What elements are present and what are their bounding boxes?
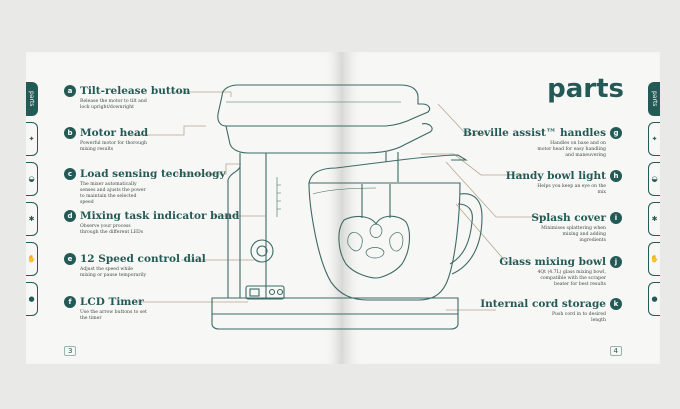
feature-motor-head: b Motor head Powerful motor for thorough … [64,127,150,153]
feature-desc: Adjust the speed while mixing or pause t… [80,267,147,278]
stand-mixer-illustration [128,84,546,330]
feature-title: Handy bowl light [505,170,606,182]
right-tabs: parts ✦ ◒ ✱ ✋ ● [648,82,660,322]
feature-title: Glass mixing bowl [499,256,606,268]
tab-whisk-icon[interactable]: ✦ [26,122,38,156]
feature-badge: h [610,170,622,182]
feature-splash-cover: Splash cover i Minimises splattering when… [462,212,622,244]
feature-badge: f [64,296,76,308]
feature-assist-handles: Breville assist™ handles g Handles on bas… [462,127,622,159]
page-title: parts [547,74,624,104]
feature-badge: g [610,127,622,139]
feature-desc: Use the arrow buttons to set the timer [80,310,147,321]
feature-glass-bowl: Glass mixing bowl j 4Qt (4.7L) glass mixi… [462,256,622,288]
feature-desc: Helps you keep an eye on the mix [537,184,606,195]
feature-desc: Observe your process through the differe… [80,224,144,235]
feature-title: 12 Speed control dial [80,253,206,265]
tab-bowl-icon-right[interactable]: ◒ [648,162,660,196]
feature-badge: c [64,168,76,180]
feature-lcd-timer: f LCD Timer Use the arrow buttons to set … [64,296,150,322]
tab-bowl-icon[interactable]: ◒ [26,162,38,196]
tab-gear-icon[interactable]: ✱ [26,202,38,236]
feature-title: LCD Timer [80,296,144,308]
feature-desc: 4Qt (4.7L) glass mixing bowl, compatible… [537,270,606,287]
feature-desc: Push cord in to desired length [551,312,606,323]
feature-cord-storage: Internal cord storage k Push cord in to d… [462,298,622,324]
tab-parts-right[interactable]: parts [648,82,660,116]
page-number-left: 3 [64,346,77,356]
tab-parts[interactable]: parts [26,82,38,116]
feature-bowl-light: Handy bowl light h Helps you keep an eye … [462,170,622,196]
tab-bulb-icon-right[interactable]: ● [648,282,660,316]
feature-tilt-release-button: a Tilt-release button Release the motor t… [64,85,190,111]
feature-desc: The mixer automatically senses and ajust… [80,182,146,205]
feature-title: Breville assist™ handles [462,127,606,139]
right-page: parts parts ✦ ◒ ✱ ✋ ● 4 [343,52,660,364]
feature-badge: k [610,298,622,310]
feature-badge: a [64,85,76,97]
feature-badge: j [610,256,622,268]
feature-speed-dial: e 12 Speed control dial Adjust the speed … [64,253,206,279]
leader-lines [128,91,546,311]
feature-badge: i [610,212,622,224]
page-number-right: 4 [609,346,622,356]
feature-title: Load sensing technology [80,168,226,180]
feature-title: Splash cover [531,212,606,224]
feature-desc: Handles on base and on motor head for ea… [537,141,606,158]
feature-title: Mixing task indicator band [80,210,240,222]
booklet-spread: parts ✦ ◒ ✱ ✋ ● 3 parts parts ✦ ◒ ✱ ✋ ● … [26,52,660,364]
feature-load-sensing: c Load sensing technology The mixer autom… [64,168,226,206]
tab-bulb-icon[interactable]: ● [26,282,38,316]
tab-gear-icon-right[interactable]: ✱ [648,202,660,236]
feature-mixing-task-indicator: d Mixing task indicator band Observe your… [64,210,239,236]
mixer-outline [211,84,483,330]
tab-hand-icon-right[interactable]: ✋ [648,242,660,276]
feature-badge: e [64,253,76,265]
feature-title: Motor head [80,127,149,139]
feature-desc: Release the motor to tilt and lock uprig… [80,99,147,110]
tab-hand-icon[interactable]: ✋ [26,242,38,276]
left-tabs: parts ✦ ◒ ✱ ✋ ● [26,82,38,322]
feature-title: Internal cord storage [480,298,606,310]
feature-title: Tilt-release button [80,85,191,97]
feature-desc: Minimises splattering when mixing and ad… [541,226,606,243]
feature-desc: Powerful motor for thorough mixing resul… [80,141,148,152]
tab-whisk-icon-right[interactable]: ✦ [648,122,660,156]
feature-badge: d [64,210,76,222]
left-page: parts ✦ ◒ ✱ ✋ ● 3 [26,52,343,364]
feature-badge: b [64,127,76,139]
